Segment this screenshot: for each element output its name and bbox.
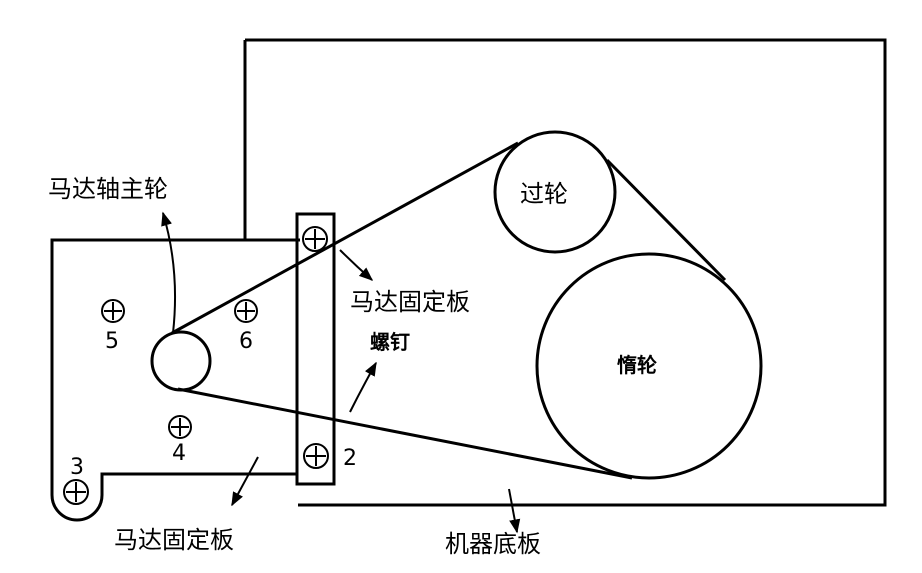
screw-number-2: 2: [343, 446, 357, 471]
label-flywheel: 惰轮: [617, 353, 657, 377]
belt-right: [605, 158, 727, 282]
label-motor-mount-plate-right: 马达固定板: [350, 288, 470, 316]
belt-upper: [171, 141, 519, 335]
screw-icon: [101, 299, 125, 323]
screw-number-3: 3: [70, 455, 84, 480]
motor-shaft-pulley: [150, 330, 212, 392]
leader-arrow: [508, 488, 521, 534]
label-screw: 螺钉: [370, 330, 410, 354]
leader-arrow: [161, 211, 176, 334]
label-motor-mount-plate-bottom: 马达固定板: [114, 526, 234, 554]
screw-icon: [302, 226, 328, 252]
screw-number-6: 6: [239, 329, 253, 354]
idler-pulley: [493, 130, 617, 254]
label-idler-pulley: 过轮: [520, 180, 568, 208]
belt-lower: [177, 387, 633, 480]
screw-icon: [234, 299, 258, 323]
screw-icon: [303, 443, 329, 469]
leader-arrow: [231, 456, 259, 507]
machine-base-plate: [243, 38, 887, 507]
mount-bar: [295, 212, 336, 486]
screw-number-4: 4: [172, 441, 186, 466]
flywheel: [535, 252, 763, 480]
label-machine-base-plate: 机器底板: [445, 530, 541, 558]
motor-mount-plate: [50, 238, 300, 522]
screw-icon: [63, 479, 89, 505]
leader-arrow: [339, 249, 374, 281]
screw-number-5: 5: [105, 329, 119, 354]
label-motor-shaft-pulley: 马达轴主轮: [48, 175, 168, 203]
leader-arrow: [349, 361, 377, 413]
screw-icon: [168, 415, 192, 439]
